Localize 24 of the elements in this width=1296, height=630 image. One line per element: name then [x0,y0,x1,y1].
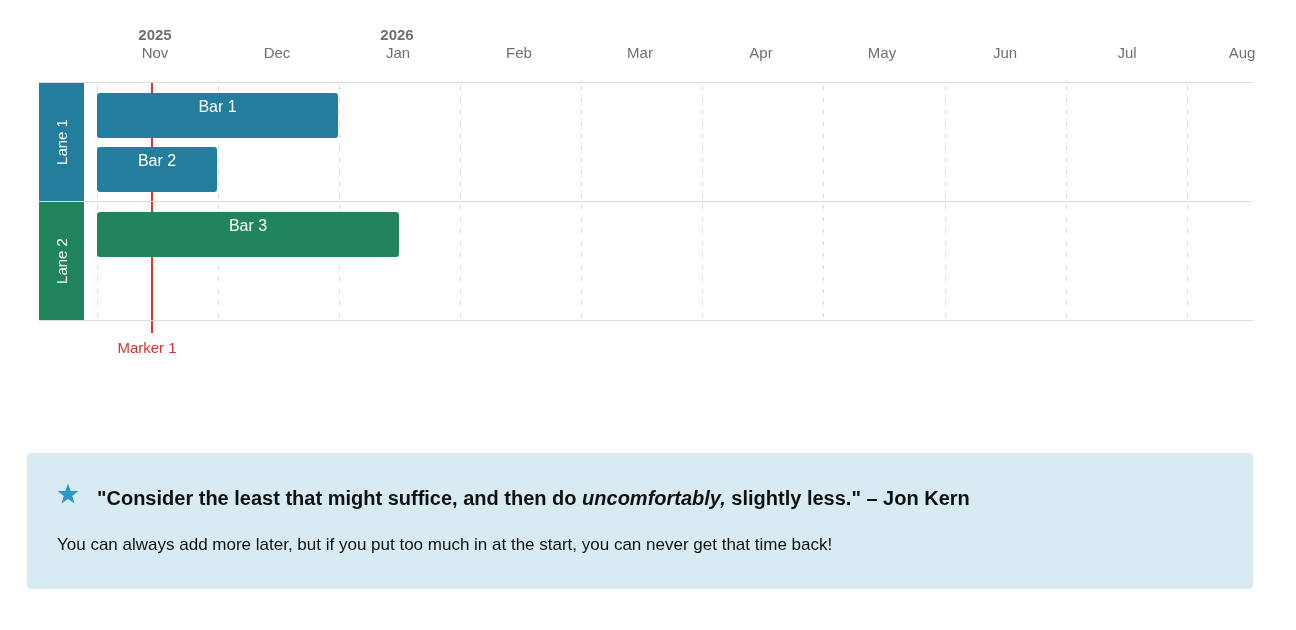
month-label: Aug [1228,44,1256,62]
month-label: Mar [627,44,653,62]
month-label: Jul [1117,44,1137,62]
month-label: Nov [141,44,169,62]
month-label: Feb [506,44,532,62]
month-label: Jun [992,44,1018,62]
callout-text: You can always add more later, but if you put too much in at the start, you can never get that time back! [57,535,833,555]
task-bar [97,212,399,257]
lane-label: Lane 1 [52,119,71,165]
month-label: Jan [385,44,411,62]
month-label: Dec [263,44,291,62]
quote-heading: "Consider the least that might suffice, and then do uncomfortably, slightly less." – Jon Kern [97,486,970,510]
month-label: May [867,44,897,62]
bar-label: Bar 2 [137,151,177,171]
marker-label: Marker 1 [117,339,177,357]
lane-label: Lane 2 [52,238,71,284]
callout-panel [27,453,1253,589]
year-label: 2026 [380,26,414,44]
task-bar [97,147,217,192]
bar-label: Bar 1 [198,97,237,117]
bar-label: Bar 3 [228,216,268,236]
task-bar [97,93,338,138]
month-label: Apr [749,44,773,62]
year-label: 2025 [138,26,172,44]
